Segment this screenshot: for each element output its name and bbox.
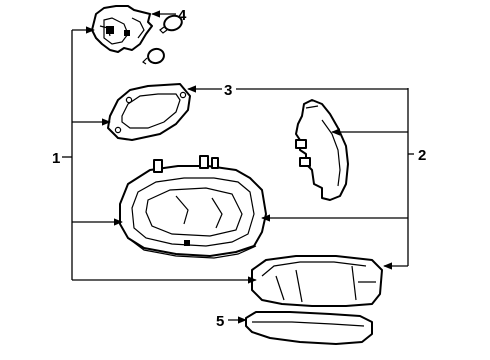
callout-4: 4 <box>178 7 187 24</box>
gasket-icon <box>107 83 191 141</box>
headlamp-housing-icon <box>119 155 267 259</box>
leader-lines-2 <box>261 88 414 270</box>
side-marker-icon <box>295 99 349 201</box>
callout-2: 2 <box>418 147 426 164</box>
bulb-socket-icon <box>91 5 183 65</box>
callout-5: 5 <box>216 313 224 330</box>
callout-3: 3 <box>224 82 232 99</box>
leader-lines-1 <box>62 26 257 284</box>
lower-trim-icon <box>245 311 373 345</box>
callout-1: 1 <box>52 150 60 167</box>
park-lamp-lens-icon <box>251 255 383 307</box>
